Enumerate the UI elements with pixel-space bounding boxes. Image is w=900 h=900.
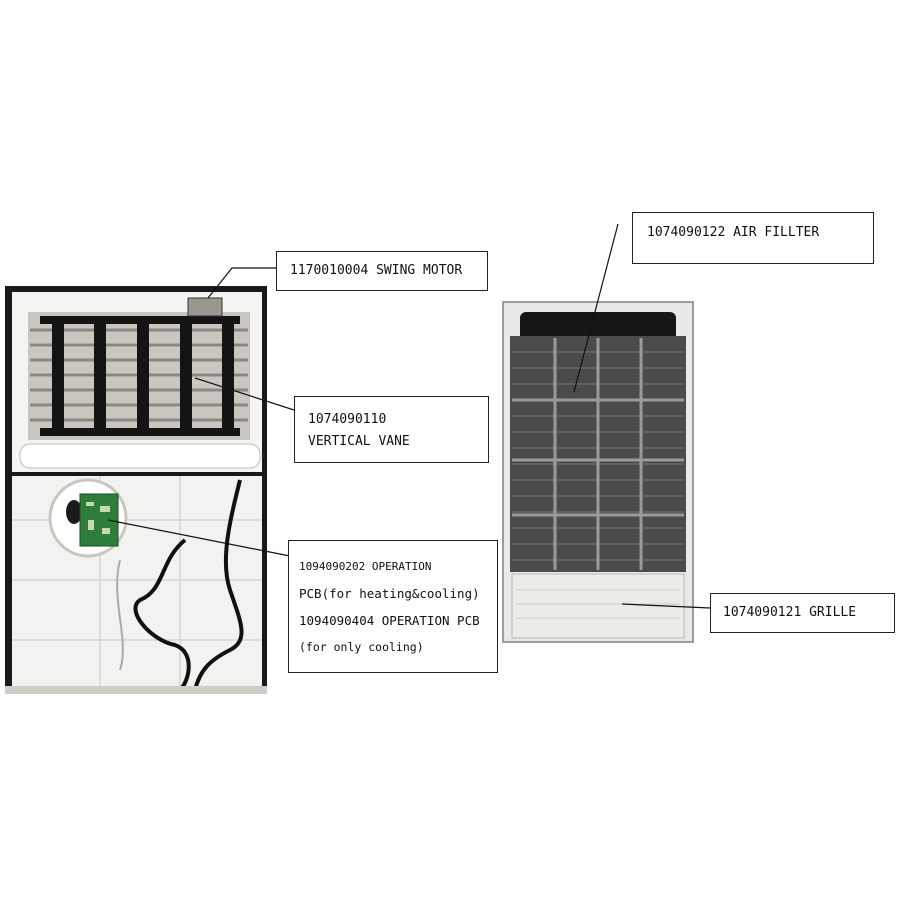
- operation-pcb-line1: 1094090202 OPERATION: [299, 560, 432, 573]
- air-outlet-lip: [19, 443, 261, 469]
- leader-air-filter: [573, 223, 619, 393]
- grille-label: 1074090121 GRILLE: [723, 605, 857, 620]
- filter-top-cap: [520, 312, 676, 342]
- leader-vertical-vane: [194, 377, 295, 411]
- vertical-vane-code: 1074090110: [308, 412, 387, 427]
- pcb-components: [86, 502, 110, 534]
- filter-ribs: [512, 338, 684, 570]
- leader-operation-pcb: [107, 519, 301, 559]
- leader-lines: [107, 223, 711, 609]
- left-unit-photo: [5, 286, 267, 694]
- operation-pcb-line4: (for only cooling): [299, 640, 424, 654]
- operation-pcb-line3: 1094090404 OPERATION PCB: [299, 613, 480, 628]
- operation-pcb-part: [79, 493, 119, 547]
- callout-operation-pcb: 1094090202 OPERATION PCB(for heating&coo…: [288, 540, 498, 673]
- callout-grille: 1074090121 GRILLE: [710, 593, 895, 633]
- vertical-vane-name: VERTICAL VANE: [308, 434, 410, 449]
- callout-swing-motor: 1170010004 SWING MOTOR: [276, 251, 488, 291]
- callout-vertical-vane: 1074090110 VERTICAL VANE: [294, 396, 489, 463]
- leader-grille: [621, 603, 711, 609]
- thin-wire: [116, 559, 124, 671]
- leader-swing-motor: [207, 267, 276, 299]
- grille-slats: [516, 589, 680, 619]
- right-unit-photo: [502, 301, 694, 643]
- pcb-knob: [66, 500, 82, 524]
- callout-air-filter: 1074090122 AIR FILLTER: [632, 212, 874, 264]
- vertical-vane-blades: [40, 316, 240, 436]
- swing-motor-label: 1170010004 SWING MOTOR: [290, 263, 463, 278]
- operation-pcb-line2: PCB(for heating&cooling): [299, 586, 480, 601]
- unit-base: [5, 686, 267, 694]
- wiring-harness: [133, 479, 244, 692]
- air-filter-label: 1074090122 AIR FILLTER: [647, 225, 820, 240]
- swing-motor-part: [187, 297, 223, 317]
